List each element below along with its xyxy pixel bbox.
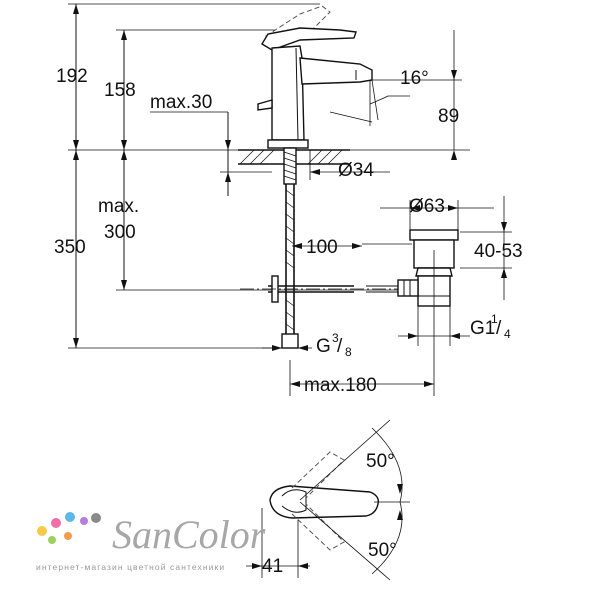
supply-thread-leader	[262, 345, 312, 351]
fraction-slash: /	[337, 336, 343, 357]
dim-drain-63: Ø63	[409, 196, 445, 217]
logo-dot-blue	[65, 512, 75, 522]
dim-g114-den: 4	[504, 327, 511, 341]
dim-40-53: 40-53	[474, 241, 523, 262]
dim-89: 89	[438, 106, 459, 127]
dim-g114-main: G1	[470, 318, 495, 339]
dim-192: 192	[56, 66, 88, 87]
logo-dot-purple	[80, 517, 88, 525]
dim-158: 158	[104, 80, 136, 101]
drain-dimensions	[292, 196, 512, 396]
dim-50-bottom: 50°	[368, 540, 397, 561]
hole-diameter-annotation	[309, 150, 390, 180]
dim-hole-34: Ø34	[338, 160, 374, 181]
dim-g38-den: 8	[345, 345, 352, 359]
dim-350: 350	[54, 237, 86, 258]
fraction-slash: /	[496, 318, 502, 339]
dim-41: 41	[262, 556, 283, 577]
logo-name: SanColor	[112, 512, 266, 557]
logo-dot-grey	[91, 513, 101, 523]
dim-max-180: max.180	[304, 375, 377, 396]
faucet-top-view	[246, 419, 410, 581]
logo-tagline: интернет-магазин цветной сантехники	[36, 562, 225, 572]
dim-180-line	[289, 360, 434, 396]
logo-dot-green	[48, 536, 56, 544]
dim-max-label: max.	[98, 196, 139, 217]
dim-g38-main: G	[316, 336, 331, 357]
drain-assembly	[397, 229, 459, 307]
faucet-side-view	[238, 5, 420, 349]
dim-50-top: 50°	[366, 451, 395, 472]
sancolor-logo: SanColor интернет-магазин цветной сантех…	[36, 512, 266, 572]
spout-angle-annotation	[329, 30, 462, 160]
logo-dot-pink	[51, 518, 61, 528]
dim-g114-num: 1	[491, 312, 498, 326]
dim-max-30: max.30	[150, 92, 212, 113]
dim-100: 100	[306, 237, 338, 258]
dim-g38-num: 3	[332, 331, 339, 345]
dim-300: 300	[104, 222, 136, 243]
logo-dot-orange	[64, 532, 72, 540]
dim-16-degrees: 16°	[400, 68, 429, 89]
logo-dot-yellow	[37, 526, 47, 536]
